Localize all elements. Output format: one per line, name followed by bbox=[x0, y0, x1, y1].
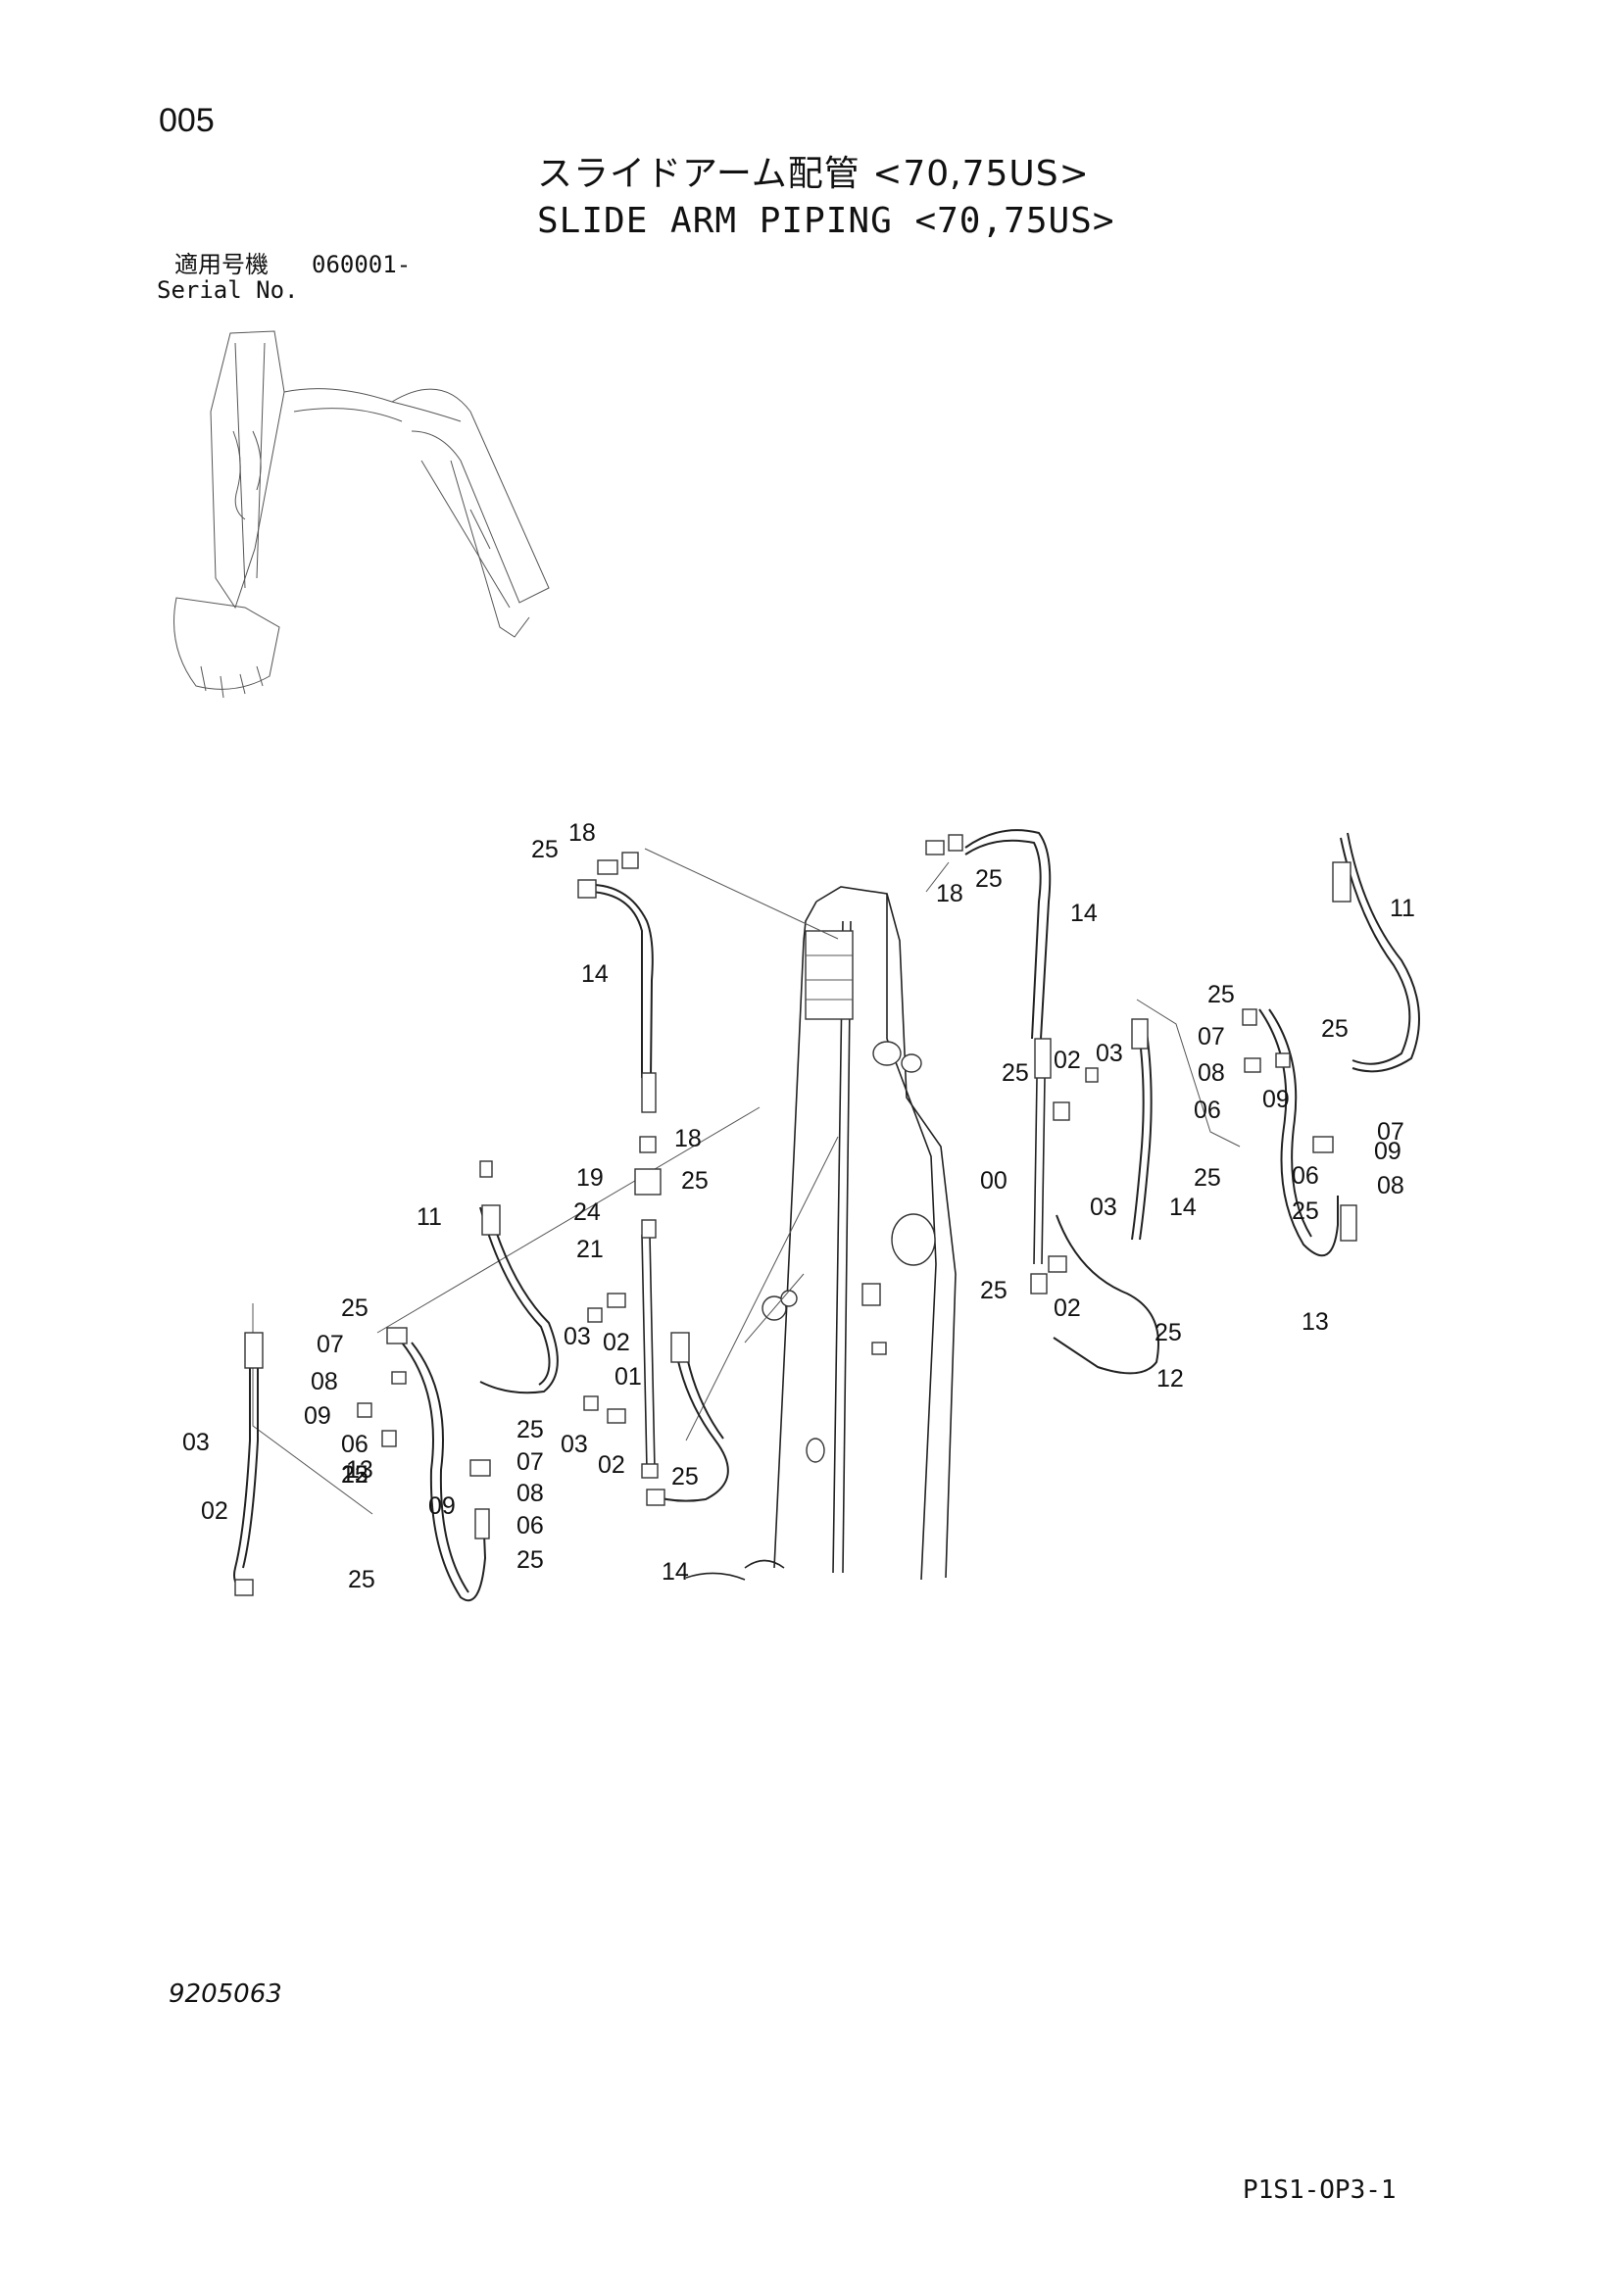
callout-07: 07 bbox=[317, 1331, 344, 1358]
callout-08: 08 bbox=[311, 1368, 338, 1395]
serial-label-japanese: 適用号機 bbox=[174, 251, 269, 278]
callout-03: 03 bbox=[1096, 1040, 1123, 1067]
callout-25: 13 bbox=[346, 1456, 373, 1484]
callout-09: 09 bbox=[1262, 1086, 1290, 1113]
callout-18: 18 bbox=[936, 880, 963, 907]
callout-25: 25 bbox=[1207, 981, 1235, 1008]
callout-18: 18 bbox=[568, 819, 596, 847]
callout-06: 06 bbox=[1194, 1097, 1221, 1124]
callout-02: 02 bbox=[598, 1451, 625, 1479]
arm-structure bbox=[685, 886, 957, 1581]
callout-25: 25 bbox=[531, 836, 559, 863]
callout-12: 14 bbox=[662, 1558, 689, 1586]
callout-14: 14 bbox=[1070, 900, 1098, 927]
callout-14: 03 bbox=[182, 1429, 210, 1456]
page-code: P1S1-OP3-1 bbox=[1243, 2175, 1397, 2205]
callout-14: 14 bbox=[1169, 1194, 1197, 1221]
callout-25: 25 bbox=[1002, 1059, 1029, 1087]
callout-09: 09 bbox=[1374, 1138, 1401, 1165]
callout-25: 25 bbox=[341, 1295, 369, 1322]
drawing-number: 9205063 bbox=[169, 1979, 282, 2009]
callout-07: 07 bbox=[1198, 1023, 1225, 1050]
callout-25: 25 bbox=[975, 865, 1003, 893]
callout-14: 14 bbox=[581, 960, 609, 988]
callout-11: 11 bbox=[1390, 895, 1415, 922]
callout-25: 25 bbox=[681, 1167, 709, 1195]
callout-25: 25 bbox=[1194, 1164, 1221, 1192]
callout-08: 08 bbox=[1198, 1059, 1225, 1087]
callout-25: 25 bbox=[516, 1416, 544, 1443]
callout-07: 07 bbox=[1377, 1118, 1404, 1146]
page-number: 005 bbox=[159, 102, 215, 139]
callout-labels: 18 25 25 18 14 14 25 07 08 09 06 25 09 0… bbox=[182, 819, 1415, 1593]
callout-25: 12 bbox=[341, 1461, 369, 1489]
callout-06: 06 bbox=[1292, 1162, 1319, 1190]
callout-12: 12 bbox=[1156, 1365, 1184, 1392]
callout-13: 13 bbox=[1302, 1308, 1329, 1336]
title-japanese: スライドアーム配管 <70,75US> bbox=[537, 154, 1090, 194]
callout-06: 06 bbox=[516, 1512, 544, 1539]
fittings bbox=[234, 834, 1357, 1596]
thumbnail-excavator-arm bbox=[173, 330, 550, 699]
title-english: SLIDE ARM PIPING <70,75US> bbox=[537, 201, 1115, 241]
callout-13: 25 bbox=[348, 1566, 375, 1593]
callout-08: 08 bbox=[1377, 1172, 1404, 1199]
callout-00: 00 bbox=[980, 1167, 1008, 1195]
callout-21: 21 bbox=[576, 1236, 604, 1263]
leader-lines bbox=[252, 848, 1241, 1515]
callout-03: 03 bbox=[564, 1323, 591, 1350]
callout-09: 09 bbox=[428, 1492, 456, 1520]
callout-09: 09 bbox=[304, 1402, 331, 1430]
callout-08: 08 bbox=[516, 1480, 544, 1507]
callout-07: 07 bbox=[516, 1448, 544, 1476]
callout-11: 11 bbox=[417, 1203, 442, 1231]
callout-02: 02 bbox=[1054, 1047, 1081, 1074]
serial-value: 060001- bbox=[312, 251, 412, 278]
callout-24: 24 bbox=[573, 1198, 601, 1226]
callout-02: 02 bbox=[603, 1329, 630, 1356]
callout-25: 25 bbox=[671, 1463, 699, 1490]
callout-25: 25 bbox=[1292, 1197, 1319, 1225]
callout-25: 25 bbox=[980, 1277, 1008, 1304]
callout-25: 25 bbox=[516, 1546, 544, 1574]
callout-01: 01 bbox=[614, 1363, 642, 1391]
callout-25: 02 bbox=[201, 1497, 228, 1525]
callout-25: 25 bbox=[341, 1461, 369, 1489]
hoses bbox=[233, 829, 1420, 1602]
callout-02: 02 bbox=[1054, 1295, 1081, 1322]
callout-18: 18 bbox=[674, 1125, 702, 1152]
callout-06: 06 bbox=[341, 1431, 369, 1458]
callout-03: 03 bbox=[1090, 1194, 1117, 1221]
callout-19: 19 bbox=[576, 1164, 604, 1192]
callout-25: 25 bbox=[1155, 1319, 1182, 1346]
callout-25: 25 bbox=[1321, 1015, 1349, 1043]
serial-label-english: Serial No. bbox=[157, 276, 299, 304]
callout-03: 03 bbox=[561, 1431, 588, 1458]
